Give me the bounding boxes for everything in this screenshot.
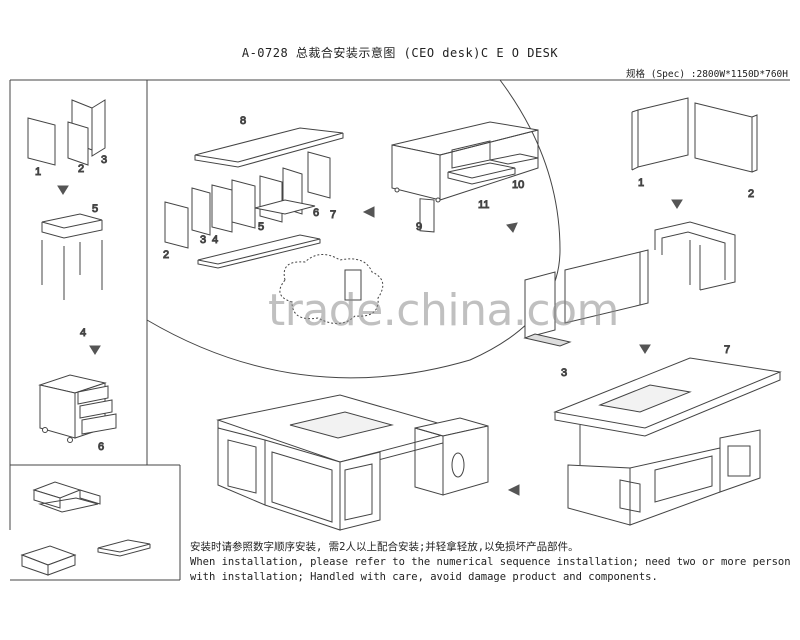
left-panels-step: [27, 99, 106, 166]
drawer-detail-parts: [20, 481, 151, 576]
frame-lines: [9, 79, 790, 581]
label-right-2: 2: [748, 188, 754, 200]
label-11: 11: [478, 199, 489, 211]
label-center-6: 6: [313, 207, 319, 219]
label-right-1: 1: [638, 177, 644, 189]
label-center-3: 3: [200, 234, 206, 246]
label-left-3: 3: [101, 154, 107, 166]
label-right-7: 7: [724, 344, 730, 356]
note-english-line-2: with installation; Handled with care, av…: [190, 571, 658, 583]
assembled-ceo-desk: [216, 394, 489, 531]
arrow-down-icon: [671, 199, 683, 209]
label-center-5: 5: [258, 221, 264, 233]
note-english-line-1: When installation, please refer to the n…: [190, 556, 791, 568]
arrow-down-right-icon: [506, 222, 518, 233]
arrow-left-icon: [362, 206, 375, 218]
spec-label: 规格 (Spec) :2800W*1150D*760H: [626, 69, 788, 80]
step-arrows: [57, 185, 683, 496]
arrow-left-icon: [507, 484, 520, 496]
exploded-desk-parts: [164, 127, 344, 269]
right-frame-assembly: [523, 221, 736, 347]
label-left-5: 5: [92, 203, 98, 215]
cloud-panel: [344, 269, 362, 301]
installation-note: 安装时请参照数字顺序安装, 需2人以上配合安装;并轻拿轻放,以免损坏产品部件。 …: [190, 540, 791, 585]
label-9: 9: [416, 221, 422, 233]
label-center-7: 7: [330, 209, 336, 221]
right-side-panels: [631, 97, 758, 173]
label-left-2: 2: [78, 163, 84, 175]
label-center-4: 4: [212, 234, 218, 246]
desk-frame-with-drawers: [391, 121, 539, 233]
diagram-title: A-0728 总裁合安装示意图 (CEO desk)C E O DESK: [241, 46, 559, 60]
label-left-4: 4: [80, 327, 86, 339]
label-left-6: 6: [98, 441, 104, 453]
arrow-down-icon: [639, 344, 651, 354]
arrow-down-icon: [57, 185, 69, 195]
label-left-1: 1: [35, 166, 41, 178]
left-drawer-cabinet: [38, 374, 117, 443]
label-10: 10: [512, 179, 524, 191]
left-cabinet-frame: [41, 213, 103, 300]
label-center-2: 2: [163, 249, 169, 261]
arrow-down-icon: [89, 345, 101, 355]
label-right-3: 3: [561, 367, 567, 379]
label-center-8: 8: [240, 115, 246, 127]
dashed-cloud: [279, 254, 384, 324]
note-chinese: 安装时请参照数字顺序安装, 需2人以上配合安装;并轻拿轻放,以免损坏产品部件。: [190, 541, 579, 553]
right-assembled-desk: [553, 357, 782, 526]
watermark-text: trade.china.com: [268, 285, 619, 336]
